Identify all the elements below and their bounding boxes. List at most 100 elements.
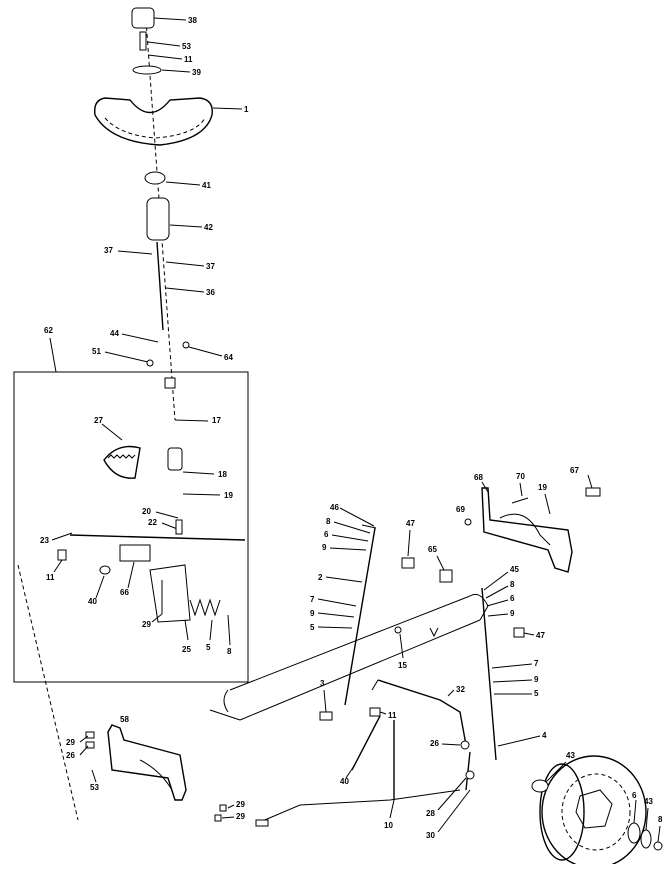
boot-42 <box>146 197 170 241</box>
bracket-66 <box>119 544 151 562</box>
callout-37-right: 37 <box>206 262 215 271</box>
callout-30: 30 <box>426 831 435 840</box>
callout-40-box: 40 <box>88 597 97 606</box>
callout-8-left: 8 <box>326 517 331 526</box>
callout-8-box: 8 <box>227 647 232 656</box>
axle-frame <box>209 595 481 721</box>
pinion-18 <box>167 447 183 471</box>
callout-40: 40 <box>340 777 349 786</box>
retainer-8 <box>653 841 663 851</box>
callout-8-right: 8 <box>510 580 515 589</box>
fitting-26 <box>460 740 470 750</box>
callout-6-right: 6 <box>510 594 515 603</box>
bolt-70 <box>511 497 529 504</box>
callout-19: 19 <box>224 491 233 500</box>
callout-7-right: 7 <box>534 659 539 668</box>
callout-22: 22 <box>148 518 157 527</box>
left-spindle-46 <box>344 527 376 706</box>
callout-6-wheel: 6 <box>632 791 637 800</box>
callout-38: 38 <box>188 16 197 25</box>
callout-27: 27 <box>94 416 103 425</box>
callout-29-bottom-b: 29 <box>236 812 245 821</box>
drag-link-32 <box>377 679 467 746</box>
callout-19-right: 19 <box>538 483 547 492</box>
callout-26: 26 <box>430 739 439 748</box>
front-wheel <box>541 755 647 869</box>
callout-67: 67 <box>570 466 579 475</box>
lower-link <box>259 789 461 823</box>
callout-29-lower: 29 <box>66 738 75 747</box>
callout-43-left: 43 <box>566 751 575 760</box>
callout-29-box: 29 <box>142 620 151 629</box>
steering-plate <box>149 564 191 623</box>
callout-15: 15 <box>398 661 407 670</box>
callout-5-left: 5 <box>310 623 315 632</box>
callout-51: 51 <box>92 347 101 356</box>
callout-10: 10 <box>384 821 393 830</box>
callout-28: 28 <box>426 809 435 818</box>
callout-11-center: 11 <box>388 711 397 720</box>
bracket-68 <box>481 487 573 573</box>
hub-cap-6 <box>627 822 641 844</box>
washer-43 <box>531 779 549 793</box>
callout-9-right: 9 <box>510 609 515 618</box>
callout-37-left: 37 <box>104 246 113 255</box>
callout-39: 39 <box>192 68 201 77</box>
callout-53: 53 <box>182 42 191 51</box>
fitting-28 <box>465 770 475 780</box>
bolt-53 <box>139 31 147 51</box>
callout-62: 62 <box>44 326 53 335</box>
callout-53-lower: 53 <box>90 783 99 792</box>
callout-46: 46 <box>330 503 339 512</box>
callout-9-left: 9 <box>322 543 327 552</box>
callout-66: 66 <box>120 588 129 597</box>
callout-45: 45 <box>510 565 519 574</box>
callout-58: 58 <box>120 715 129 724</box>
callout-29-bottom-a: 29 <box>236 800 245 809</box>
callout-7-left: 7 <box>310 595 315 604</box>
callout-47-left: 47 <box>406 519 415 528</box>
callout-11-box: 11 <box>46 573 55 582</box>
washer-43-right <box>640 829 652 849</box>
callout-9-right-b: 9 <box>534 675 539 684</box>
sector-gear-27 <box>103 445 141 479</box>
callout-6-left: 6 <box>324 530 329 539</box>
callout-20: 20 <box>142 507 151 516</box>
callout-3: 3 <box>320 679 325 688</box>
callout-2: 2 <box>318 573 323 582</box>
bracket-65 <box>439 569 453 583</box>
bushing-44 <box>164 377 176 389</box>
callout-9-left-b: 9 <box>310 609 315 618</box>
callout-36: 36 <box>206 288 215 297</box>
callout-18: 18 <box>218 470 227 479</box>
callout-47-right: 47 <box>536 631 545 640</box>
steering-wheel-1 <box>94 97 213 146</box>
callout-17: 17 <box>212 416 221 425</box>
bolt-67 <box>585 487 601 497</box>
adapter-41 <box>144 171 166 185</box>
callout-65: 65 <box>428 545 437 554</box>
steering-gear-inset-62 <box>13 371 249 683</box>
right-spindle-45 <box>481 587 497 761</box>
tie-rod-40 <box>351 715 381 771</box>
nut-47-right <box>513 627 525 638</box>
callout-70: 70 <box>516 472 525 481</box>
callout-64: 64 <box>224 353 233 362</box>
callout-41: 41 <box>202 181 211 190</box>
callout-32: 32 <box>456 685 465 694</box>
callout-4: 4 <box>542 731 547 740</box>
steering-axis-line <box>145 19 176 421</box>
callout-42: 42 <box>204 223 213 232</box>
callout-5-box: 5 <box>206 643 211 652</box>
steering-cap-38 <box>131 7 155 29</box>
callout-23: 23 <box>40 536 49 545</box>
callout-11: 11 <box>184 55 193 64</box>
callout-68: 68 <box>474 473 483 482</box>
callout-8-wheel: 8 <box>658 815 663 824</box>
callout-69: 69 <box>456 505 465 514</box>
callout-43-right: 43 <box>644 797 653 806</box>
callout-5-right: 5 <box>534 689 539 698</box>
bracket-58 <box>107 724 187 801</box>
